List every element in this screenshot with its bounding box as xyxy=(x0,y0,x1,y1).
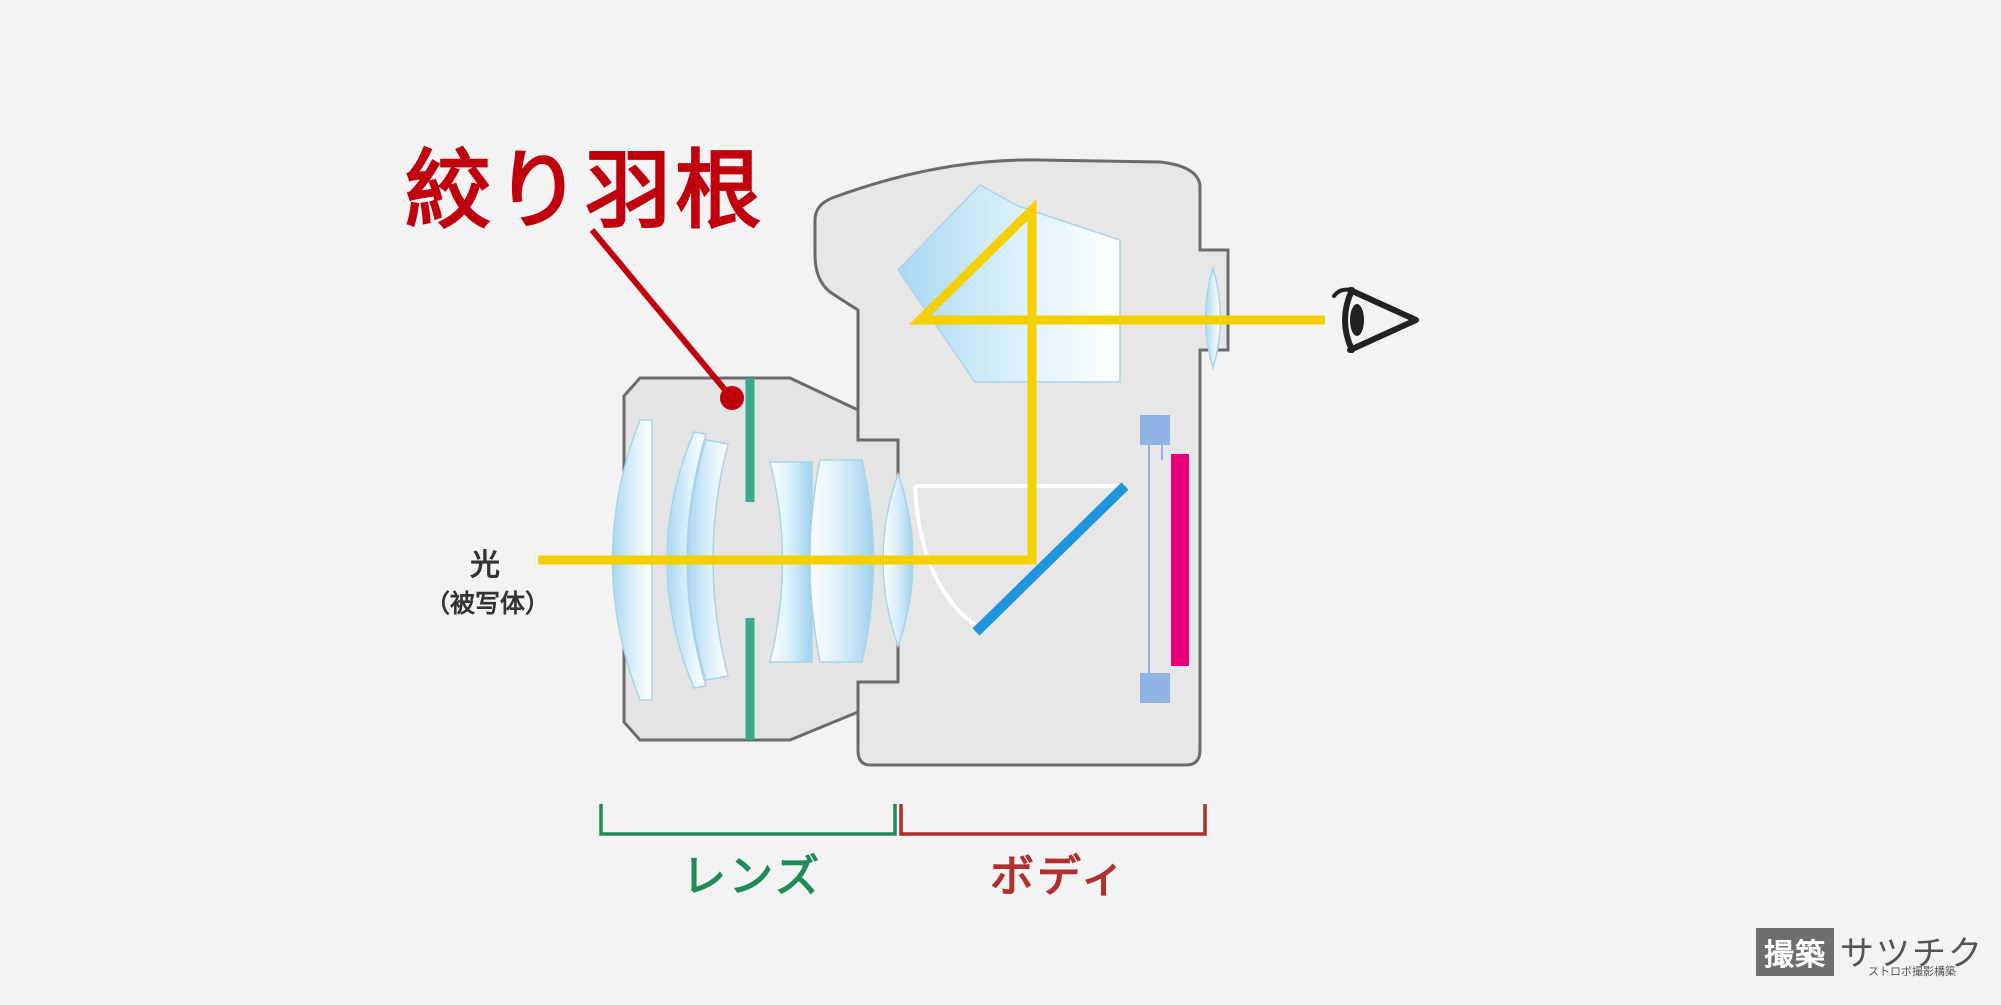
aperture-pointer-line xyxy=(589,228,734,399)
diagram-title: 絞り羽根 xyxy=(405,141,765,241)
logo-mark: 撮築 xyxy=(1756,928,1834,976)
light-ray xyxy=(538,199,1325,565)
shutter-bottom xyxy=(1140,673,1170,703)
mirror-box-outline xyxy=(913,484,1125,627)
camera-body-outline xyxy=(813,158,1230,767)
image-sensor xyxy=(1171,454,1189,666)
logo-wordmark: サツチク xyxy=(1840,934,1984,974)
pointer-dot-icon xyxy=(720,386,744,410)
eye-icon xyxy=(1332,287,1419,353)
pentaprism xyxy=(897,184,1121,383)
body-label: ボディ xyxy=(990,851,1128,902)
reflex-mirror xyxy=(972,482,1129,636)
shutter-top xyxy=(1140,415,1170,445)
logo-tagline: ストロボ撮影構築 xyxy=(1868,965,1956,978)
lens-bracket xyxy=(599,804,897,836)
lens-label: レンズ xyxy=(682,851,823,902)
body-bracket xyxy=(899,804,1207,836)
subject-label: （被写体） xyxy=(425,589,551,618)
light-label: 光 xyxy=(470,548,500,583)
